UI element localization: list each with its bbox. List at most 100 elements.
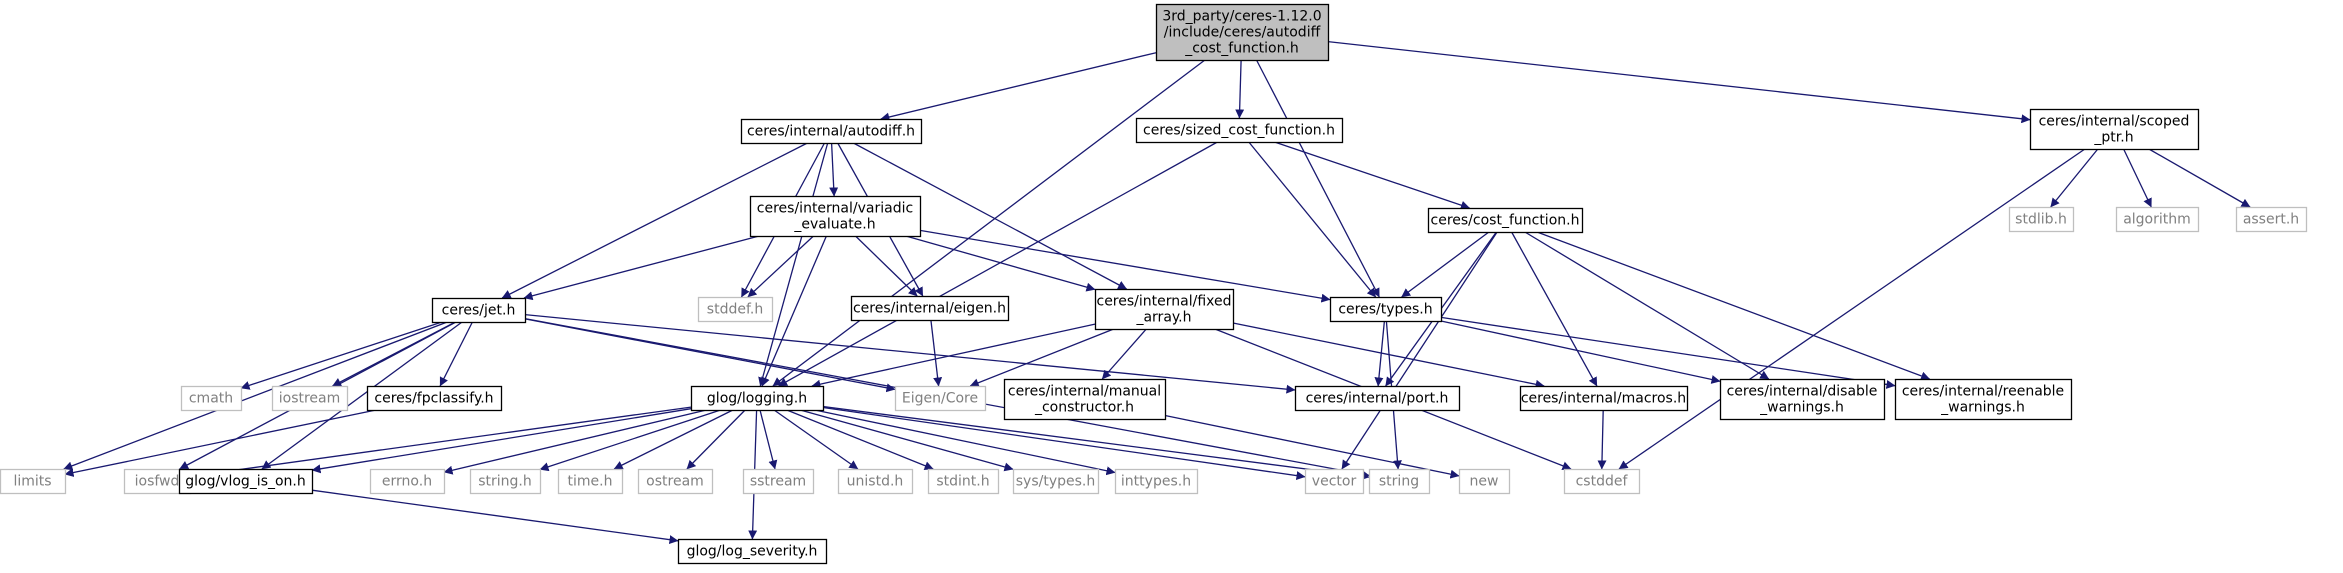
node-vlog[interactable]: glog/vlog_is_on.h <box>178 468 314 495</box>
node-label: ceres/internal/scoped <box>2039 114 2190 130</box>
edge-logging-to-time_h <box>613 409 734 470</box>
node-disable_warn[interactable]: ceres/internal/disable_warnings.h <box>1719 378 1886 421</box>
node-stdlib[interactable]: stdlib.h <box>2008 206 2075 233</box>
node-box <box>178 468 314 495</box>
node-box <box>1155 3 1330 62</box>
node-sstream[interactable]: sstream <box>742 468 815 495</box>
node-eigen_h[interactable]: ceres/internal/eigen.h <box>850 295 1010 322</box>
node-port[interactable]: ceres/internal/port.h <box>1294 385 1461 412</box>
node-manual_ctor[interactable]: ceres/internal/manual_constructor.h <box>1003 378 1167 421</box>
edge-fpclassify-to-limits <box>64 409 377 477</box>
edge-autodiff-to-fixed_array <box>853 142 1127 290</box>
node-label: vector <box>1312 474 1357 490</box>
node-label: ceres/jet.h <box>442 303 516 319</box>
node-label: time.h <box>568 474 613 490</box>
node-fixed_array[interactable]: ceres/internal/fixed_array.h <box>1094 288 1235 331</box>
node-label: ceres/fpclassify.h <box>374 391 493 407</box>
node-variadic[interactable]: ceres/internal/variadic_evaluate.h <box>749 195 922 238</box>
node-systypes[interactable]: sys/types.h <box>1012 468 1100 495</box>
node-layer: 3rd_party/ceres-1.12.0/include/ceres/aut… <box>0 3 2308 565</box>
node-label: glog/logging.h <box>707 391 807 407</box>
node-label: stddef.h <box>707 302 763 318</box>
edge-logging-to-string <box>822 405 1370 481</box>
node-box <box>1458 468 1511 495</box>
node-box <box>1894 378 2073 421</box>
edge-macros-to-cstddef <box>1597 409 1607 470</box>
edge-logging-to-sstream <box>759 409 778 470</box>
node-iostream[interactable]: iostream <box>271 385 349 412</box>
edge-cost_function-to-disable_warn <box>1524 231 1770 380</box>
node-label: unistd.h <box>847 474 904 490</box>
node-string_h[interactable]: string.h <box>469 468 542 495</box>
node-log_severity[interactable]: glog/log_severity.h <box>677 538 828 565</box>
edge-jet-to-eigen_core <box>524 318 896 393</box>
edge-sized_cost-to-cost_function <box>1274 141 1470 210</box>
node-algorithm[interactable]: algorithm <box>2115 206 2200 233</box>
node-box <box>1719 378 1886 421</box>
node-logging[interactable]: glog/logging.h <box>690 385 825 412</box>
node-label: ceres/internal/manual <box>1008 384 1161 400</box>
node-label: ceres/sized_cost_function.h <box>1143 123 1335 139</box>
node-limits[interactable]: limits <box>0 468 67 495</box>
node-sized_cost[interactable]: ceres/sized_cost_function.h <box>1135 117 1344 144</box>
node-assert[interactable]: assert.h <box>2235 206 2308 233</box>
node-eigen_core[interactable]: Eigen/Core <box>894 385 987 412</box>
node-cmath[interactable]: cmath <box>180 385 243 412</box>
edge-eigen_h-to-eigen_core <box>930 319 943 387</box>
node-label: iostream <box>279 391 341 407</box>
edge-scoped_ptr-to-cstddef <box>1618 148 2086 470</box>
node-label: stdlib.h <box>2015 212 2067 228</box>
node-stdint[interactable]: stdint.h <box>927 468 1000 495</box>
node-box <box>366 385 503 412</box>
node-box <box>369 468 446 495</box>
node-errno[interactable]: errno.h <box>369 468 446 495</box>
node-label: ceres/internal/disable <box>1727 384 1878 400</box>
node-box <box>1012 468 1100 495</box>
node-cost_function[interactable]: ceres/cost_function.h <box>1427 207 1584 234</box>
node-label: _cost_function.h <box>1184 41 1299 57</box>
node-autodiff[interactable]: ceres/internal/autodiff.h <box>740 118 923 145</box>
edge-jet-to-limits <box>63 321 448 471</box>
node-label: _ptr.h <box>2093 130 2133 146</box>
node-label: sstream <box>750 474 806 490</box>
node-time_h[interactable]: time.h <box>557 468 624 495</box>
edge-fixed_array-to-eigen_core <box>969 328 1114 388</box>
node-inttypes[interactable]: inttypes.h <box>1114 468 1199 495</box>
edge-variadic-to-fixed_array <box>905 235 1096 292</box>
node-box <box>2235 206 2308 233</box>
node-box <box>697 296 774 323</box>
node-jet[interactable]: ceres/jet.h <box>431 297 527 324</box>
edge-root-to-sized_cost <box>1235 59 1245 119</box>
node-stddef[interactable]: stddef.h <box>697 296 774 323</box>
node-vector[interactable]: vector <box>1304 468 1365 495</box>
node-box <box>1135 117 1344 144</box>
edge-logging-to-inttypes <box>814 409 1116 476</box>
node-box <box>180 385 243 412</box>
node-new[interactable]: new <box>1458 468 1511 495</box>
node-root[interactable]: 3rd_party/ceres-1.12.0/include/ceres/aut… <box>1155 3 1330 62</box>
node-label: cmath <box>189 391 233 407</box>
node-reenable_warn[interactable]: ceres/internal/reenable_warnings.h <box>1894 378 2073 421</box>
node-types[interactable]: ceres/types.h <box>1329 296 1443 323</box>
node-ostream[interactable]: ostream <box>637 468 714 495</box>
node-box <box>690 385 825 412</box>
node-label: glog/log_severity.h <box>687 544 818 560</box>
edge-logging-to-systypes <box>800 409 1014 472</box>
node-box <box>749 195 922 238</box>
edge-sized_cost-to-logging <box>778 141 1218 387</box>
node-box <box>1114 468 1199 495</box>
edge-manual_ctor-to-new <box>1164 414 1460 479</box>
node-box <box>637 468 714 495</box>
edge-autodiff-to-jet <box>501 142 808 299</box>
node-macros[interactable]: ceres/internal/macros.h <box>1519 385 1689 412</box>
node-cstddef[interactable]: cstddef <box>1563 468 1641 495</box>
node-label: ceres/internal/variadic <box>757 201 913 217</box>
node-string[interactable]: string <box>1368 468 1431 495</box>
node-box <box>1094 288 1235 331</box>
node-scoped_ptr[interactable]: ceres/internal/scoped_ptr.h <box>2029 108 2200 151</box>
edge-root-to-autodiff <box>880 52 1157 122</box>
node-label: ceres/internal/autodiff.h <box>747 124 915 140</box>
node-unistd[interactable]: unistd.h <box>837 468 914 495</box>
edge-scoped_ptr-to-stdlib <box>2050 148 2099 208</box>
node-fpclassify[interactable]: ceres/fpclassify.h <box>366 385 503 412</box>
